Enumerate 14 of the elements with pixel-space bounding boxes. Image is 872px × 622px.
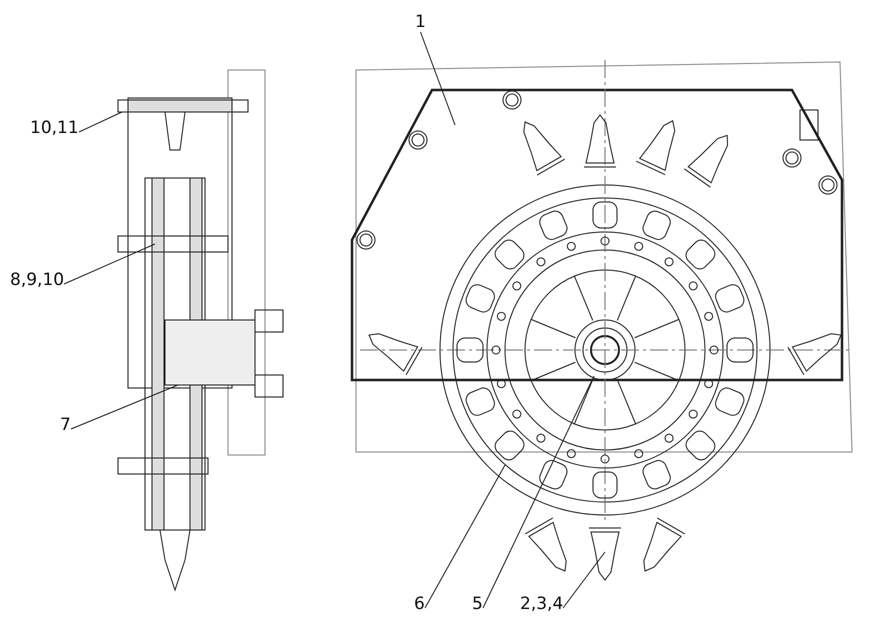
- leader-line: [70, 384, 178, 430]
- callout-number: 2,3,4: [520, 594, 564, 614]
- callout-number: 10,11: [30, 118, 79, 138]
- leader-line: [424, 464, 506, 608]
- callout-number: 6: [414, 594, 425, 614]
- leader-line: [64, 244, 156, 284]
- leader-line: [420, 32, 456, 126]
- leader-line: [562, 552, 606, 608]
- leader-line: [482, 376, 594, 608]
- callout-number: 1: [415, 12, 426, 32]
- callout-number: 8,9,10: [10, 270, 64, 290]
- leader-line: [78, 112, 122, 132]
- callout-number: 5: [472, 594, 483, 614]
- callout-number: 7: [60, 415, 71, 435]
